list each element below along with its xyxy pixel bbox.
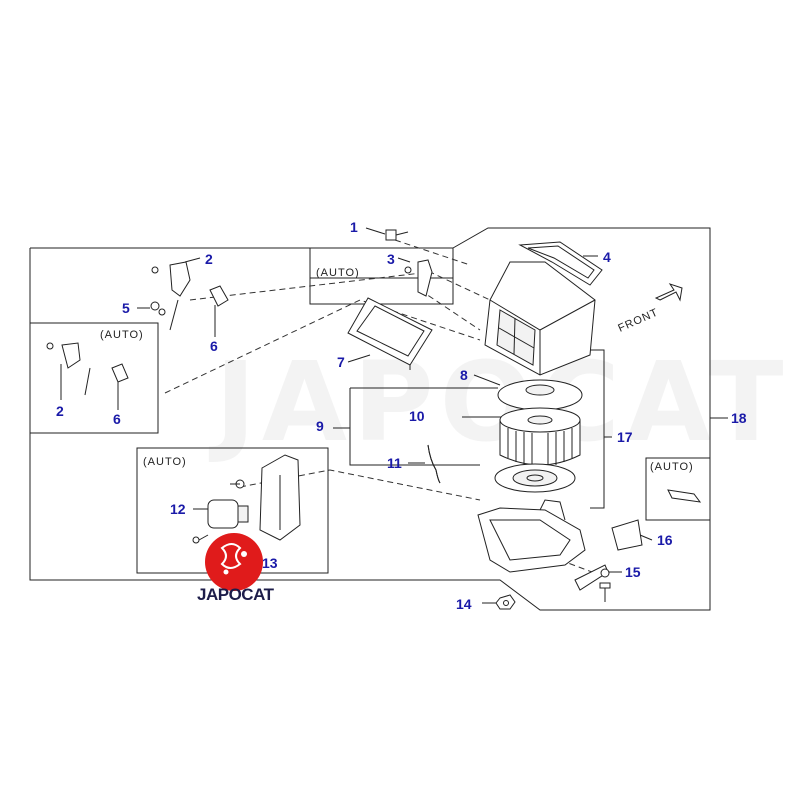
air-filter-part: [347, 297, 433, 370]
sensor-part-16: [611, 519, 643, 551]
blower-fan-part: [499, 407, 581, 466]
callout-4: 4: [603, 249, 611, 265]
bracket-9: [349, 388, 480, 466]
leader-7: [347, 354, 371, 363]
dashed-line-filter: [419, 289, 481, 331]
callout-12: 12: [170, 501, 186, 517]
intake-housing-part: [484, 261, 596, 376]
auto-label-bottom: (AUTO): [143, 456, 187, 468]
callout-8: 8: [460, 367, 468, 383]
bracket-part-13: [192, 454, 301, 544]
auto-label-left: (AUTO): [100, 329, 144, 341]
front-arrow-icon: [654, 283, 683, 302]
callout-7: 7: [337, 354, 345, 370]
seal-gasket-part: [518, 241, 603, 286]
lever-part-2a: [151, 261, 191, 331]
callout-10: 10: [409, 408, 425, 424]
nut-part-14: [495, 594, 516, 610]
callout-17: 17: [617, 429, 633, 445]
logo-circle: [205, 533, 263, 591]
fan-cover-part: [497, 379, 583, 411]
callout-14: 14: [456, 596, 472, 612]
callout-15: 15: [625, 564, 641, 580]
callout-16: 16: [657, 532, 673, 548]
actuator-arm-part-3: [404, 259, 433, 297]
japocat-logo: JAPOCAT: [197, 533, 275, 604]
leader-1: [365, 227, 386, 235]
bracket-17: [590, 349, 605, 509]
link-part-6b: [111, 363, 129, 383]
callout-18: 18: [731, 410, 747, 426]
callout-9: 9: [316, 418, 324, 434]
leader-16: [639, 534, 653, 541]
dashed-line-bolt: [394, 239, 471, 266]
screw-part-15: [574, 564, 611, 602]
dashed-line-left: [164, 299, 481, 394]
blower-motor-part: [494, 463, 576, 493]
actuator-motor-part: [207, 479, 249, 529]
link-part-6a: [209, 285, 229, 307]
callout-2b: 2: [56, 403, 64, 419]
callout-6a: 6: [210, 338, 218, 354]
auto-box-right: [645, 457, 711, 521]
blower-case-part: [477, 499, 586, 573]
auto-label-right: (AUTO): [650, 461, 694, 473]
callout-6b: 6: [113, 411, 121, 427]
watermark-text: JAPOCAT: [208, 338, 790, 466]
callout-5: 5: [122, 300, 130, 316]
front-label: FRONT: [616, 306, 660, 334]
callout-1: 1: [350, 219, 358, 235]
clip-part-5: [150, 301, 166, 316]
lever-part-2b: [46, 342, 91, 396]
leader-3: [397, 257, 411, 263]
auto-box-left: [29, 322, 159, 434]
leader-2a: [184, 257, 201, 263]
callout-13: 13: [262, 555, 278, 571]
callout-2a: 2: [205, 251, 213, 267]
leader-8: [473, 374, 501, 386]
hose-connector-part: [427, 444, 441, 484]
callout-3: 3: [387, 251, 395, 267]
auto-box-top: [309, 247, 454, 305]
bolt-part-1: [385, 229, 409, 241]
clip-part-auto-right: [667, 489, 702, 503]
logo-text: JAPOCAT: [197, 585, 275, 604]
callout-11: 11: [387, 455, 402, 471]
auto-label-top: (AUTO): [316, 267, 360, 279]
